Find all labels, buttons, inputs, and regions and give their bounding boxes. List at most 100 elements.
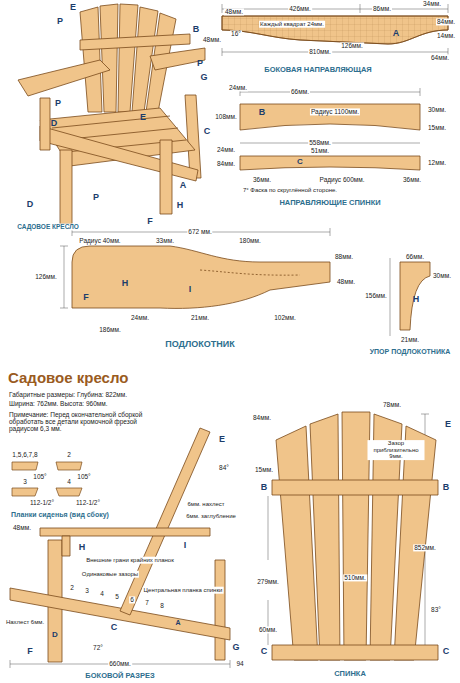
part-letter: B <box>442 483 451 493</box>
back-view <box>394 426 436 660</box>
dimension-label: 108мм. <box>214 113 238 120</box>
chair-illustration <box>160 140 172 214</box>
part-letter: E <box>139 113 147 123</box>
dimension-label: 66мм. <box>405 253 425 260</box>
view-heading: СПИНКА <box>333 670 367 678</box>
part-letter: B <box>260 483 269 493</box>
part-letter: H <box>78 543 87 553</box>
dimension-label: 4 <box>66 478 72 485</box>
dimension-label: 186мм. <box>98 326 122 333</box>
dimension-label: 86мм. <box>372 5 392 12</box>
dimension-label: 2 <box>69 584 75 591</box>
chair-illustration <box>18 4 205 224</box>
dimension-label: Внешние грани крайних планок <box>85 557 175 564</box>
part-letter: A <box>179 181 188 191</box>
dimension-label: 112-1/2° <box>75 499 101 506</box>
dimension-label: 14мм. <box>436 32 456 39</box>
chair-illustration <box>185 95 201 178</box>
seat-slat-profiles <box>12 462 82 496</box>
chair-illustration <box>150 48 205 70</box>
dimension-label: 852мм. <box>413 544 437 551</box>
dimension-label: 126мм. <box>340 42 364 49</box>
side-rail <box>222 16 448 44</box>
arm-support <box>400 262 430 330</box>
dimension-lines <box>390 258 391 336</box>
dimension-label: 72° <box>92 644 104 651</box>
chair-illustration <box>40 98 50 150</box>
part-letter: E <box>218 435 226 445</box>
dimension-label: Центральная планка спинки <box>143 587 224 594</box>
view-heading: САДОВОЕ КРЕСЛО <box>16 223 80 230</box>
dimension-label: Зазор приблизительно 9мм. <box>368 440 425 460</box>
dimension-label: 48мм. <box>336 278 356 285</box>
back-rails <box>240 104 420 130</box>
part-letter: C <box>442 647 451 657</box>
dimension-label: 60мм. <box>258 626 278 633</box>
part-letter: B <box>258 108 267 118</box>
dimension-label: 5 <box>114 593 120 600</box>
view-heading: НАПРАВЛЯЮЩИЕ СПИНКИ <box>278 199 381 207</box>
side-section <box>40 528 210 536</box>
part-letter: D <box>51 631 59 640</box>
dimension-label: Радиус 1100мм. <box>310 108 360 115</box>
dimension-label: 1,5,6,7,8 <box>11 451 38 458</box>
part-letter: F <box>82 293 90 303</box>
dimension-label: 36мм. <box>252 176 272 183</box>
side-section <box>215 560 225 660</box>
dimension-label: 156мм. <box>364 292 388 299</box>
back-view <box>272 412 438 660</box>
part-letter: F <box>26 647 34 657</box>
dimension-label: 180мм. <box>238 237 262 244</box>
part-letter: C <box>260 647 269 657</box>
dimension-label: 558мм. <box>308 139 332 146</box>
dimension-label: 84мм. <box>252 414 272 421</box>
dimension-label: Радиус 600мм. <box>319 176 366 183</box>
side-section <box>10 588 230 640</box>
dimension-label: Каждый квадрат 24мм. <box>259 21 325 28</box>
seat-slat-profiles <box>12 462 38 470</box>
dimension-label: 6мм. заглубление <box>185 513 237 520</box>
part-letter: A <box>392 29 401 39</box>
part-letter: E <box>69 3 77 13</box>
view-heading: БОКОВОЙ РАЗРЕЗ <box>84 672 155 680</box>
view-heading: Планки сиденья (вид сбоку) <box>10 511 110 519</box>
seat-slat-profiles <box>56 488 82 496</box>
chair-illustration <box>80 34 190 50</box>
back-view <box>272 480 438 495</box>
part-letter: H <box>121 279 130 289</box>
dimension-lines <box>10 4 448 668</box>
part-letter: H <box>176 201 185 211</box>
dimension-label: 24мм. <box>130 314 150 321</box>
dimension-label: 6мм. нахлест <box>186 501 225 508</box>
dimension-label: 51мм. <box>310 147 330 154</box>
dimension-label: 34мм. <box>422 0 442 7</box>
dimension-label: 3 <box>22 478 28 485</box>
part-letter: P <box>196 59 204 69</box>
part-letter: P <box>56 17 64 27</box>
chair-illustration <box>60 150 72 224</box>
dimension-label: 36мм. <box>402 176 422 183</box>
part-letter: P <box>54 99 62 109</box>
dimension-label: 84° <box>218 464 230 471</box>
seat-slat-profiles <box>56 462 82 470</box>
dimension-label: 78мм. <box>382 401 402 408</box>
dimension-label: 84мм. <box>216 160 236 167</box>
part-letter: G <box>199 73 208 83</box>
dimension-lines <box>222 48 448 56</box>
dimension-label: 48мм. <box>224 8 244 15</box>
dimension-label: 30мм. <box>427 106 447 113</box>
dimension-label: 126мм. <box>34 273 58 280</box>
dimension-label: 105° <box>32 473 47 480</box>
dimension-label: 21мм. <box>400 336 420 343</box>
dimension-label: 33мм. <box>155 237 175 244</box>
side-rail <box>222 16 448 44</box>
part-letter: F <box>146 217 154 227</box>
arm-support <box>400 262 430 330</box>
chair-illustration <box>80 7 102 112</box>
part-letter: C <box>203 127 212 137</box>
chair-illustration <box>18 60 110 96</box>
dimension-label: 105° <box>76 473 91 480</box>
part-letter: D <box>26 200 35 210</box>
dimension-label: 94 <box>235 660 244 667</box>
dimension-label: 24мм. <box>216 146 236 153</box>
